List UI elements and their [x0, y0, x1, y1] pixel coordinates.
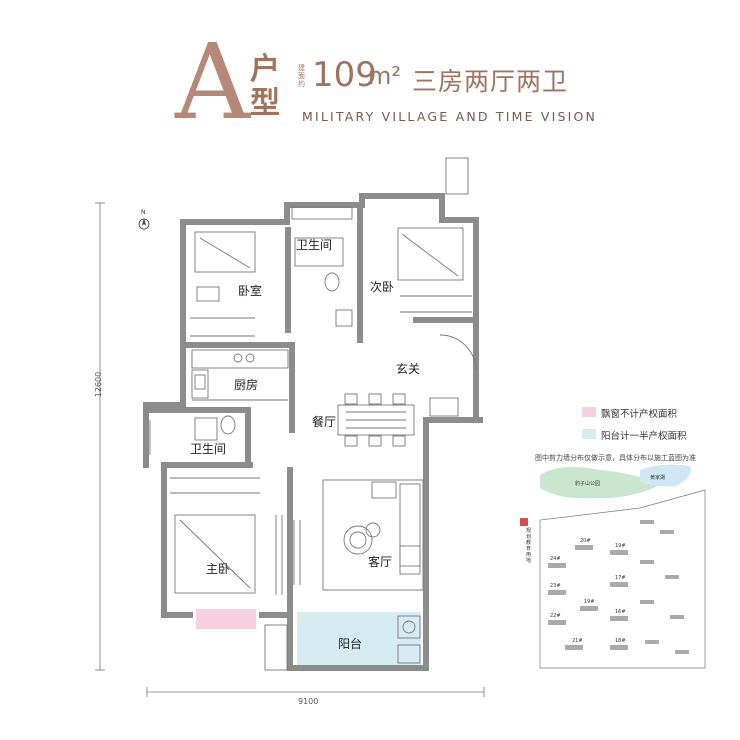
dimension-width: 9100: [298, 697, 319, 706]
site-map-park: 豹子山公园: [575, 481, 601, 487]
furniture: [149, 157, 477, 671]
site-map-building: 19#: [584, 599, 595, 605]
site-map-building: 22#: [550, 613, 561, 619]
site-map-building: 20#: [580, 538, 591, 544]
legend-label-bay-window: 飘窗不计产权面积: [601, 409, 678, 420]
area-value: 109: [312, 55, 377, 95]
room-label-dining: 餐厅: [312, 415, 337, 429]
layout-letter: A: [175, 21, 251, 143]
room-label-bathroom-top: 卫生间: [296, 238, 333, 252]
site-map-building: 18#: [615, 638, 626, 644]
site-map-building: 24#: [550, 556, 561, 562]
legend-note: 图中剪力墙分布仅做示意，具体分布以施工蓝图为准: [535, 454, 696, 462]
site-map-lake: 黄家湖: [650, 475, 666, 481]
room-label-bedroom: 卧室: [238, 284, 263, 298]
site-map-building: 21#: [572, 638, 583, 644]
room-label-second-bedroom: 次卧: [370, 280, 395, 294]
area-unit: m²: [368, 62, 401, 90]
bay-window-fill: [196, 609, 256, 629]
site-map-school: 规划教育用地: [526, 528, 532, 564]
layout-name: 三房两厅两卫: [412, 67, 569, 96]
area-label: 建面约: [298, 64, 305, 88]
site-map-building: 16#: [615, 609, 626, 615]
site-map-building: 23#: [550, 583, 561, 589]
room-label-entrance: 玄关: [396, 362, 421, 376]
site-map-building: 19#: [615, 543, 626, 549]
legend-label-balcony: 阳台计一半产权面积: [601, 431, 687, 442]
room-label-kitchen: 厨房: [234, 378, 259, 392]
room-label-living: 客厅: [368, 555, 393, 569]
legend-swatch-balcony: [582, 429, 596, 439]
balcony-fill: [297, 612, 421, 668]
room-label-master-bedroom: 主卧: [206, 562, 231, 576]
room-label-balcony: 阳台: [338, 637, 363, 651]
walls: [143, 193, 483, 671]
legend-swatch-bay-window: [582, 407, 596, 417]
room-label-bathroom-bottom: 卫生间: [190, 442, 227, 456]
dimension-lines: [95, 202, 485, 697]
svg-text:N: N: [141, 209, 146, 216]
layout-type-char-1: 户: [250, 52, 280, 87]
site-map-building: 17#: [615, 575, 626, 581]
layout-subtitle: MILITARY VILLAGE AND TIME VISION: [302, 109, 598, 124]
layout-type-char-2: 型: [250, 86, 280, 121]
north-arrow-icon: N: [138, 209, 150, 230]
